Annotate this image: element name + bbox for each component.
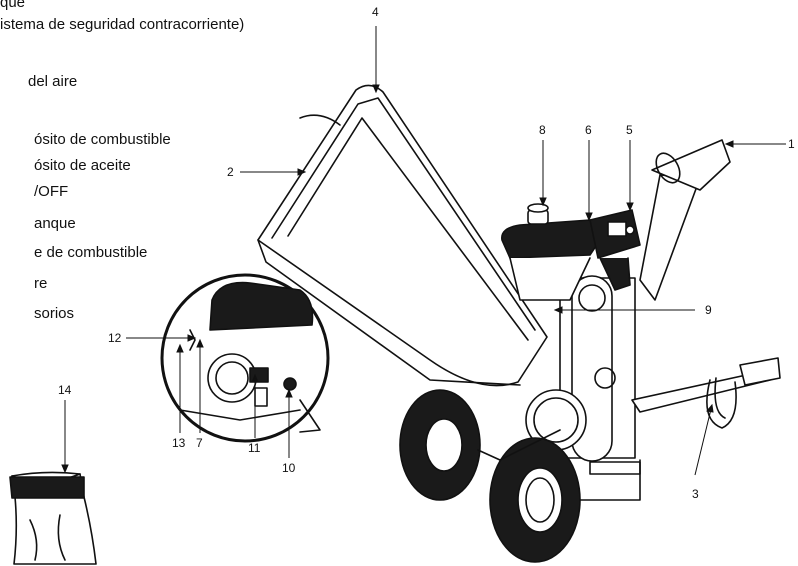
callout-1: 1 <box>788 137 795 151</box>
callout-10: 10 <box>282 461 296 475</box>
legend-line-10: sorios <box>34 305 75 322</box>
callout-8: 8 <box>539 123 546 137</box>
callouts <box>61 26 786 476</box>
callout-9: 9 <box>705 303 712 317</box>
callout-12: 12 <box>108 331 122 345</box>
callout-13: 13 <box>172 436 186 450</box>
legend-line-1: que <box>0 0 26 11</box>
wheel-right <box>489 437 581 563</box>
callout-4: 4 <box>372 5 379 19</box>
tow-bar <box>631 357 781 429</box>
legend-line-2: istema de seguridad contracorriente) <box>0 16 245 33</box>
accessory-bag <box>9 471 97 565</box>
legend-line-6: /OFF <box>34 183 69 200</box>
engine <box>501 203 641 301</box>
callout-3: 3 <box>692 487 699 501</box>
callout-6: 6 <box>585 123 592 137</box>
legend-line-7: anque <box>34 215 76 232</box>
wheel-left <box>399 389 481 501</box>
feed-hopper <box>257 84 548 387</box>
engine-detail-inset <box>160 273 330 443</box>
legend-line-4: ósito de combustible <box>34 131 171 148</box>
discharge-chute <box>639 139 731 301</box>
machine-body <box>525 275 641 501</box>
legend-line-3: del aire <box>28 73 78 90</box>
legend-line-5: ósito de aceite <box>34 157 131 174</box>
legend-line-9: re <box>34 275 48 292</box>
callout-11: 11 <box>248 441 261 455</box>
callout-7: 7 <box>196 436 203 450</box>
legend-line-8: e de combustible <box>34 244 148 261</box>
callout-2: 2 <box>227 165 234 179</box>
callout-5: 5 <box>626 123 633 137</box>
callout-14: 14 <box>58 383 72 397</box>
